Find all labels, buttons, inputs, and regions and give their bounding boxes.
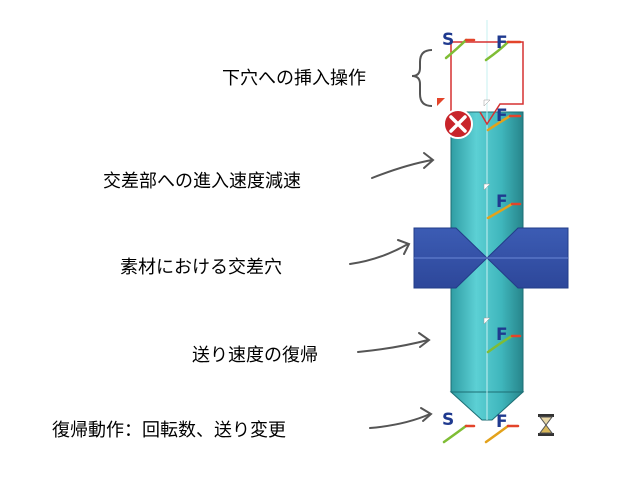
spindle-marker: S: [442, 410, 454, 430]
corner-flags: [437, 98, 491, 325]
marker-squiggles: [442, 38, 522, 444]
feed-marker: F: [496, 192, 508, 212]
workpiece-block: [413, 227, 569, 289]
annotation-pilot-insert: 下穴への挿入操作: [222, 68, 366, 89]
feed-marker: F: [496, 33, 508, 53]
curved-arrow-icon: [349, 152, 435, 429]
hourglass-icon: [538, 414, 554, 436]
annotation-approach-slowdown: 交差部への進入速度減速: [103, 171, 301, 192]
brace-icon: [411, 49, 433, 107]
annotation-feed-restore: 送り速度の復帰: [192, 345, 318, 366]
pilot-hole-outline: [450, 41, 524, 126]
feed-marker: F: [496, 325, 508, 345]
feed-marker: F: [496, 106, 508, 126]
spindle-marker: S: [442, 30, 454, 50]
feed-marker: F: [496, 412, 508, 432]
annotation-restore-action: 復帰動作：回転数、送り変更: [52, 420, 286, 441]
annotation-cross-hole: 素材における交差穴: [120, 257, 282, 278]
error-x-icon: [443, 109, 473, 139]
